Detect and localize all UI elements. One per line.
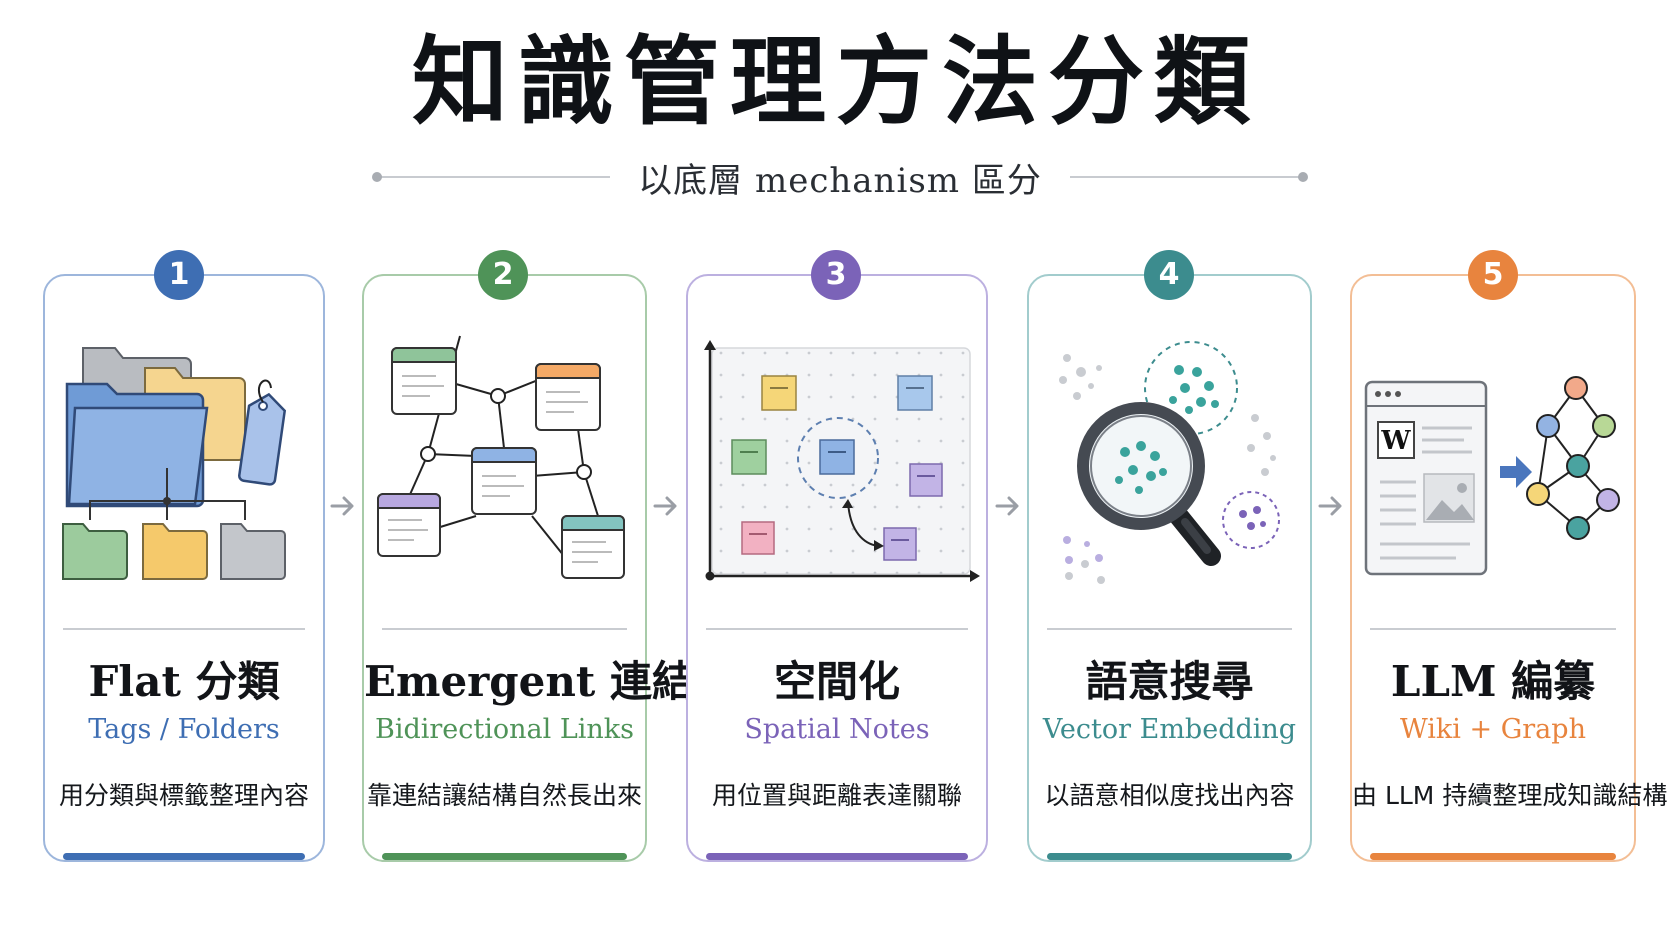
card-accent-bar — [1370, 853, 1616, 860]
card-emergent: Emergent 連結 Bidirectional Links 靠連結讓結構自然… — [362, 274, 694, 862]
card-description: 靠連結讓結構自然長出來 — [366, 781, 642, 810]
card-title: 空間化 — [773, 657, 900, 706]
note-card-purple — [377, 493, 441, 557]
card-title: LLM 編纂 — [1390, 657, 1596, 706]
card-subtitle: Tags / Folders — [88, 714, 280, 745]
card-subtitle: Vector Embedding — [1042, 714, 1297, 745]
card-subtitle: Wiki + Graph — [1400, 714, 1586, 745]
card-accent-bar — [63, 853, 305, 860]
linked-notes-illustration — [377, 335, 625, 579]
note-card-green — [391, 347, 457, 415]
card-llm: W LLM 編纂 Wiki + Graph — [1350, 274, 1668, 862]
wiki-letter: W — [1380, 426, 1411, 456]
card-description: 用位置與距離表達關聯 — [711, 781, 962, 810]
card-title: Emergent 連結 — [364, 657, 694, 706]
page-subtitle: 以底層 mechanism 區分 — [638, 160, 1042, 201]
card-accent-bar — [382, 853, 627, 860]
card-title: 語意搜尋 — [1085, 657, 1254, 706]
step-badge-4: 4 — [1144, 250, 1194, 300]
card-subtitle: Spatial Notes — [744, 714, 930, 745]
magnifier-embedding-illustration — [1059, 341, 1280, 584]
card-accent-bar — [1047, 853, 1292, 860]
step-badge-5: 5 — [1468, 250, 1518, 300]
page-title: 知識管理方法分類 — [412, 25, 1260, 138]
card-divider — [63, 628, 305, 630]
subtitle-line-left — [371, 172, 611, 182]
card-accent-bar — [706, 853, 968, 860]
card-description: 用分類與標籤整理內容 — [58, 781, 309, 810]
card-divider — [706, 628, 968, 630]
card-description: 以語意相似度找出內容 — [1044, 781, 1295, 810]
note-card-blue — [471, 447, 537, 515]
spatial-canvas-illustration — [704, 340, 980, 582]
card-title: Flat 分類 — [88, 657, 280, 706]
tag-icon — [238, 379, 287, 486]
card-semantic-search: 語意搜尋 Vector Embedding 以語意相似度找出內容 — [1027, 274, 1312, 862]
card-flat: Flat 分類 Tags / Folders 用分類與標籤整理內容 — [43, 274, 325, 862]
arrow-right-icon — [330, 496, 354, 516]
subtitle-row: 以底層 mechanism 區分 — [371, 152, 1309, 202]
card-subtitle: Bidirectional Links — [374, 714, 635, 745]
subtitle-line-right — [1069, 172, 1309, 182]
arrow-right-icon — [1318, 496, 1342, 516]
card-divider — [382, 628, 627, 630]
wiki-graph-illustration: W — [1364, 376, 1620, 576]
note-card-orange — [535, 363, 601, 431]
folders-tags-illustration — [62, 347, 287, 580]
card-divider — [1370, 628, 1616, 630]
card-divider — [1047, 628, 1292, 630]
note-card-teal — [561, 515, 625, 579]
step-badge-3: 3 — [811, 250, 861, 300]
card-spatial: 空間化 Spatial Notes 用位置與距離表達關聯 — [686, 274, 988, 862]
step-badge-2: 2 — [478, 250, 528, 300]
arrow-right-icon — [995, 496, 1019, 516]
step-badge-1: 1 — [154, 250, 204, 300]
card-description: 由 LLM 持續整理成知識結構 — [1352, 781, 1668, 810]
arrow-right-icon — [653, 496, 677, 516]
